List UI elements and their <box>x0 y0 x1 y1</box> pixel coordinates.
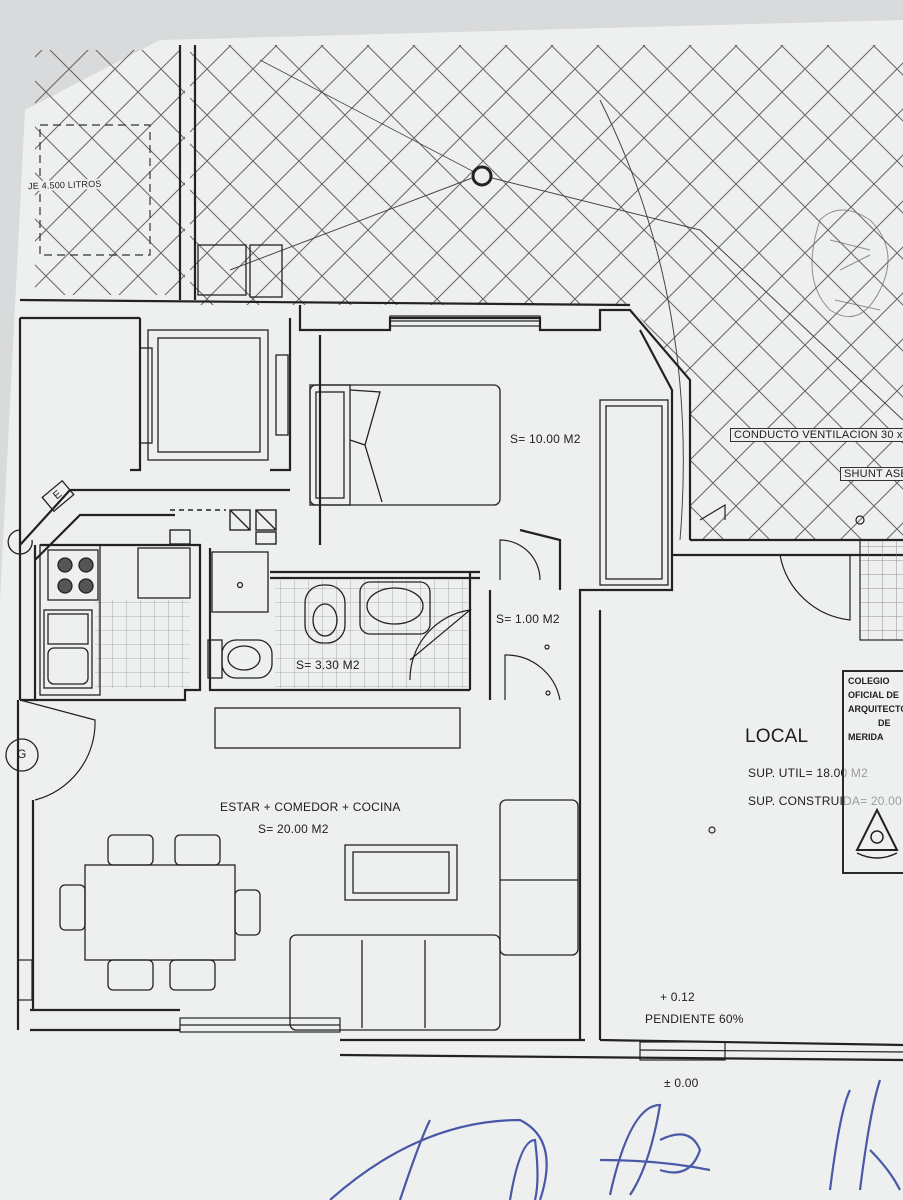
gas-symbol-label: G <box>17 747 27 761</box>
patio-hatch-left <box>35 50 185 295</box>
stamp-emblem-icon <box>855 807 899 859</box>
wash-basin <box>359 581 431 635</box>
hall-area-label: S= 1.00 M2 <box>496 612 560 626</box>
stamp-line-2: OFICIAL DE <box>848 690 899 700</box>
stamp-line-5: MERIDA <box>848 732 884 742</box>
elevator-box <box>139 329 289 461</box>
patio-hatch-top <box>190 45 903 305</box>
coffee-table <box>344 844 458 901</box>
stamp-line-4: DE <box>878 718 891 728</box>
bed-symbol <box>309 384 501 506</box>
living-room-name: ESTAR + COMEDOR + COCINA <box>220 800 401 814</box>
wardrobe-symbol <box>599 399 669 586</box>
local-name: LOCAL <box>745 726 809 747</box>
bath-area-label: S= 3.30 M2 <box>296 658 360 672</box>
armchair-right <box>499 799 579 956</box>
local-useful-area: SUP. UTIL= 18.00 M2 <box>748 766 868 780</box>
tv-unit <box>214 707 461 749</box>
stamp-blot <box>811 209 889 318</box>
kitchen-counter <box>39 544 191 696</box>
level-zero-label: ± 0.00 <box>664 1076 699 1090</box>
patio-hatch-right <box>630 305 903 540</box>
sofa <box>289 934 501 1031</box>
signature-scribbles <box>329 1079 901 1200</box>
patio-drain <box>471 165 493 187</box>
water-tank-outline <box>39 124 151 256</box>
slope-label: PENDIENTE 60% <box>645 1012 744 1026</box>
living-room-area: S= 20.00 M2 <box>258 822 329 836</box>
level-high-label: + 0.12 <box>660 990 695 1004</box>
bedroom-area-label: S= 10.00 M2 <box>510 432 581 446</box>
ventilation-conduct-label: CONDUCTO VENTILACION 30 x 2 <box>730 428 903 442</box>
stamp-line-1: COLEGIO <box>848 676 890 686</box>
bidet <box>304 584 346 644</box>
shower-tray <box>211 551 269 613</box>
shunt-label: SHUNT ASE <box>840 467 903 481</box>
stamp-line-3: ARQUITECTOS <box>848 704 903 714</box>
